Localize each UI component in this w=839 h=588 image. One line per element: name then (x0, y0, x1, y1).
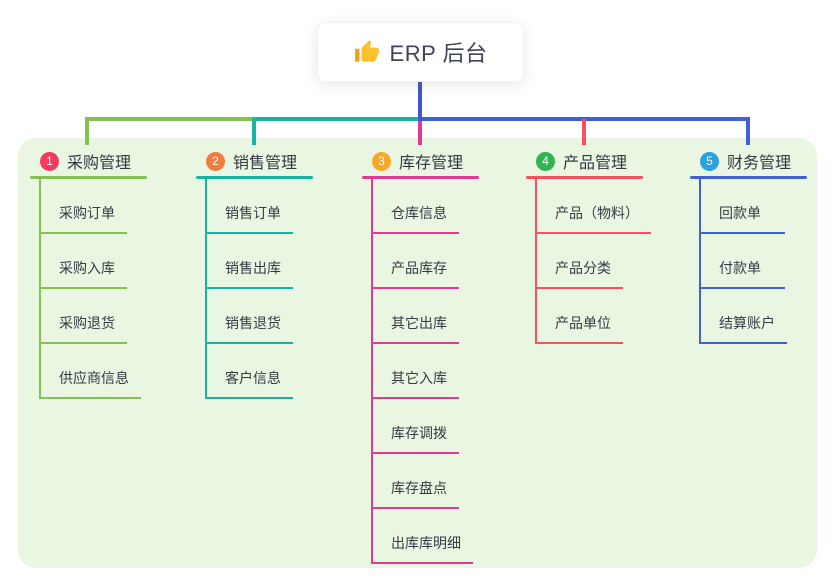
section-purchase: 1 采购管理 采购订单 采购入库 采购退货 供应商信息 (30, 150, 147, 399)
tree-item[interactable]: 回款单 (701, 179, 785, 234)
tree-item[interactable]: 客户信息 (207, 344, 293, 399)
tree-item-label: 销售订单 (225, 205, 281, 221)
badge-3: 3 (372, 151, 391, 171)
tree-item[interactable]: 付款单 (701, 234, 785, 289)
tree-item-label: 付款单 (719, 260, 761, 276)
section-children: 采购订单 采购入库 采购退货 供应商信息 (39, 179, 141, 399)
tree-item[interactable]: 供应商信息 (41, 344, 141, 399)
tree-item[interactable]: 销售出库 (207, 234, 293, 289)
section-sales-title[interactable]: 2 销售管理 (196, 150, 313, 172)
section-title-underline (196, 176, 313, 179)
section-title-underline (526, 176, 643, 179)
tree-item-label: 出库库明细 (391, 535, 461, 551)
section-finance-title[interactable]: 5 财务管理 (690, 150, 807, 172)
tree-item-label: 库存调拨 (391, 425, 447, 441)
tree-item[interactable]: 采购退货 (41, 289, 127, 344)
section-finance: 5 财务管理 回款单 付款单 结算账户 (690, 150, 807, 344)
tree-item[interactable]: 仓库信息 (373, 179, 459, 234)
section-title-underline (30, 176, 147, 179)
section-product: 4 产品管理 产品（物料） 产品分类 产品单位 (526, 150, 651, 344)
tree-item[interactable]: 采购入库 (41, 234, 127, 289)
root-title: ERP 后台 (389, 41, 488, 66)
tree-item-label: 产品分类 (555, 260, 611, 276)
section-title-label: 库存管理 (399, 155, 464, 172)
section-title-label: 产品管理 (563, 155, 628, 172)
section-inventory: 3 库存管理 仓库信息 产品库存 其它出库 其它入库 库存调拨 库存盘点 出库库… (362, 150, 479, 564)
section-purchase-title[interactable]: 1 采购管理 (30, 150, 147, 172)
tree-item-label: 供应商信息 (59, 370, 129, 386)
tree-item-label: 库存盘点 (391, 480, 447, 496)
tree-item[interactable]: 采购订单 (41, 179, 127, 234)
thumbs-up-icon (354, 40, 379, 62)
badge-2: 2 (206, 151, 225, 171)
tree-item-label: 产品库存 (391, 260, 447, 276)
tree-item-label: 结算账户 (719, 315, 775, 331)
section-title-label: 采购管理 (67, 155, 132, 172)
section-children: 仓库信息 产品库存 其它出库 其它入库 库存调拨 库存盘点 出库库明细 (371, 179, 473, 564)
root-node[interactable]: ERP 后台 (317, 22, 524, 82)
tree-item-label: 采购入库 (59, 260, 115, 276)
section-title-underline (690, 176, 807, 179)
section-title-underline (362, 176, 479, 179)
tree-item-label: 其它出库 (391, 315, 447, 331)
tree-item[interactable]: 出库库明细 (373, 509, 473, 564)
tree-item-label: 仓库信息 (391, 205, 447, 221)
section-title-label: 销售管理 (233, 155, 298, 172)
tree-item-label: 销售退货 (225, 315, 281, 331)
badge-5: 5 (700, 151, 719, 171)
section-product-title[interactable]: 4 产品管理 (526, 150, 643, 172)
tree-item-label: 产品（物料） (555, 205, 639, 221)
tree-item[interactable]: 产品库存 (373, 234, 459, 289)
tree-item[interactable]: 产品（物料） (537, 179, 651, 234)
section-children: 回款单 付款单 结算账户 (699, 179, 787, 344)
badge-1: 1 (40, 151, 59, 171)
tree-item-label: 销售出库 (225, 260, 281, 276)
section-inventory-title[interactable]: 3 库存管理 (362, 150, 479, 172)
tree-item-label: 产品单位 (555, 315, 611, 331)
tree-item-label: 回款单 (719, 205, 761, 221)
section-sales: 2 销售管理 销售订单 销售出库 销售退货 客户信息 (196, 150, 313, 399)
tree-item[interactable]: 产品单位 (537, 289, 623, 344)
tree-item-label: 客户信息 (225, 370, 281, 386)
section-title-label: 财务管理 (727, 155, 792, 172)
tree-item[interactable]: 库存盘点 (373, 454, 459, 509)
badge-4: 4 (536, 151, 555, 171)
section-children: 销售订单 销售出库 销售退货 客户信息 (205, 179, 293, 399)
tree-item[interactable]: 销售退货 (207, 289, 293, 344)
tree-item-label: 其它入库 (391, 370, 447, 386)
tree-item-label: 采购退货 (59, 315, 115, 331)
tree-item[interactable]: 其它出库 (373, 289, 459, 344)
section-children: 产品（物料） 产品分类 产品单位 (535, 179, 651, 344)
tree-item[interactable]: 销售订单 (207, 179, 293, 234)
tree-item[interactable]: 库存调拨 (373, 399, 459, 454)
tree-item[interactable]: 结算账户 (701, 289, 787, 344)
mindmap-panel (18, 138, 817, 568)
tree-item-label: 采购订单 (59, 205, 115, 221)
tree-item[interactable]: 其它入库 (373, 344, 459, 399)
tree-item[interactable]: 产品分类 (537, 234, 623, 289)
